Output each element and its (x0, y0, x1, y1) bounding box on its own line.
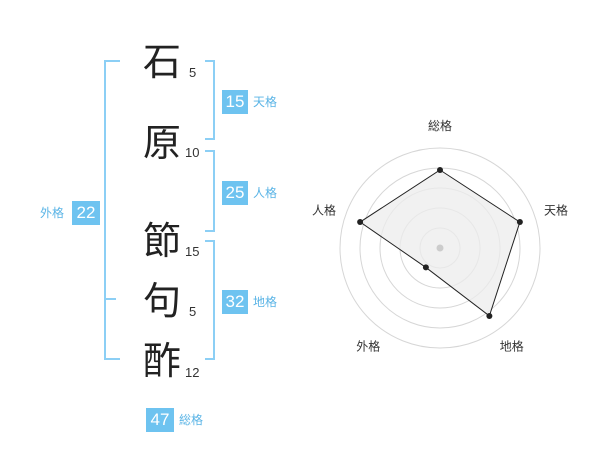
jinkaku-value-badge: 25 (222, 181, 248, 205)
radar-series-area (359, 169, 521, 317)
radar-grid-ring (339, 147, 541, 349)
soukaku-value-badge: 47 (146, 408, 174, 432)
stroke-count-3: 15 (185, 244, 200, 259)
gaikaku-label: 外格 (40, 206, 65, 220)
stroke-count-2: 10 (185, 145, 200, 160)
radar-axis-label-1: 総格 (428, 118, 452, 133)
radar-point-4 (422, 264, 429, 271)
name-char-3: 節 (142, 219, 181, 263)
chikaku-label: 地格 (253, 295, 278, 309)
stroke-count-4: 5 (189, 304, 197, 319)
radar-point-5 (357, 219, 364, 226)
jinkaku-label: 人格 (253, 186, 278, 200)
radar-point-1 (437, 167, 443, 173)
name-char-1: 石 (142, 40, 181, 84)
name-char-4: 句 (142, 279, 181, 323)
radar-axis-label-4: 外格 (356, 339, 380, 354)
name-char-2: 原 (142, 121, 181, 165)
radar-axis-label-2: 天格 (544, 202, 568, 217)
radar-point-3 (486, 312, 493, 319)
stroke-count-5: 12 (185, 365, 200, 380)
radar-axis-label-3: 地格 (500, 339, 524, 354)
gaikaku-value-badge: 22 (72, 201, 100, 225)
name-char-5: 酢 (142, 339, 181, 383)
tenkaku-value-badge: 15 (222, 90, 248, 114)
radar-axis-label-5: 人格 (312, 202, 336, 217)
radar-point-2 (516, 219, 523, 226)
stroke-count-1: 5 (189, 65, 197, 80)
chikaku-value-badge: 32 (222, 290, 248, 314)
radar-center-dot (436, 244, 444, 252)
tenkaku-label: 天格 (253, 95, 278, 109)
soukaku-label: 総格 (179, 413, 204, 427)
